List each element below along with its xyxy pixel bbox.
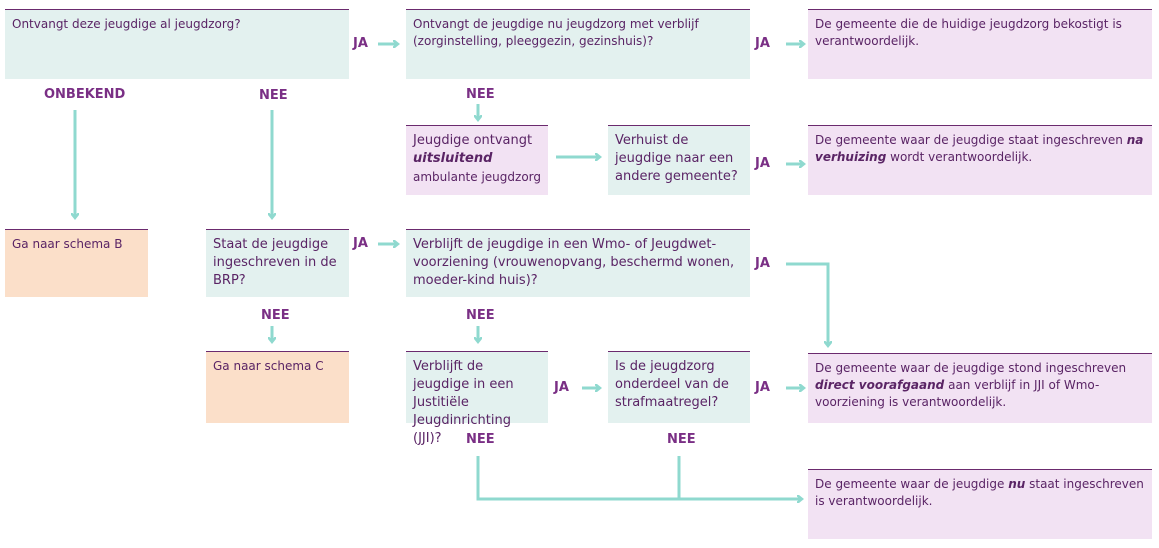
label-nee-wmo: NEE [466, 308, 495, 323]
label-ja-q1: JA [353, 36, 368, 51]
question-verhuist: Verhuist de jeugdige naar een andere gem… [608, 125, 750, 195]
result-voorafgaand-emphasis: direct voorafgaand [815, 378, 945, 392]
question-verhuist-text: Verhuist de jeugdige naar een andere gem… [615, 133, 738, 184]
result-huidige-bekostiger: De gemeente die de huidige jeugdzorg bek… [808, 9, 1152, 79]
arrow-jji-nee [476, 456, 802, 499]
label-ja-verhuist: JA [755, 156, 770, 171]
goto-schema-b-text: Ga naar schema B [12, 237, 123, 251]
arrow-wmo-ja [786, 262, 828, 346]
label-ja-jji: JA [554, 380, 569, 395]
result-na-verhuizing-emphasis: na verhuizing [815, 133, 1144, 164]
goto-schema-c: Ga naar schema C [206, 351, 349, 423]
label-onbekend: ONBEKEND [44, 87, 126, 102]
question-jeugdzorg-text: Ontvangt deze jeugdige al jeugdzorg? [12, 17, 241, 31]
result-direct-voorafgaand: De gemeente waar de jeugdige stond inges… [808, 353, 1152, 423]
label-nee-jji: NEE [466, 432, 495, 447]
question-jeugdzorg: Ontvangt deze jeugdige al jeugdzorg? [5, 9, 349, 79]
question-strafmaatregel-text: Is de jeugdzorg onderdeel van de strafma… [615, 359, 729, 410]
goto-schema-b: Ga naar schema B [5, 229, 148, 297]
question-strafmaatregel: Is de jeugdzorg onderdeel van de strafma… [608, 351, 750, 423]
result-na-verhuizing: De gemeente waar de jeugdige staat inges… [808, 125, 1152, 195]
goto-schema-c-text: Ga naar schema C [213, 359, 324, 373]
label-ja-q2: JA [755, 36, 770, 51]
label-ja-brp: JA [353, 236, 368, 251]
label-nee-brp: NEE [261, 308, 290, 323]
result-nu-post: staat ingeschreven is verantwoordelijk. [815, 477, 1144, 508]
result-nu-pre: De gemeente waar de jeugdige [815, 477, 1005, 491]
statement-ambulant: Jeugdige ontvangt uitsluitend ambulante … [406, 125, 548, 195]
label-nee-straf: NEE [667, 432, 696, 447]
question-jji: Verblijft de jeugdige in een Justitiële … [406, 351, 548, 446]
ambulant-text-pre: Jeugdige ontvangt [413, 133, 533, 148]
ambulant-text-post: ambulante jeugdzorg [413, 170, 541, 184]
label-ja-wmo: JA [755, 256, 770, 271]
result-na-verhuizing-pre: De gemeente waar de jeugdige staat inges… [815, 133, 1123, 147]
question-wmo-text: Verblijft de jeugdige in een Wmo- of Jeu… [413, 237, 735, 288]
label-ja-straf: JA [755, 380, 770, 395]
result-na-verhuizing-post: wordt verantwoordelijk. [890, 150, 1033, 164]
question-verblijf: Ontvangt de jeugdige nu jeugdzorg met ve… [406, 9, 750, 79]
result-nu-emphasis: nu [1008, 477, 1026, 491]
question-brp: Staat de jeugdige ingeschreven in de BRP… [206, 229, 349, 297]
question-brp-text: Staat de jeugdige ingeschreven in de BRP… [213, 237, 337, 288]
result-huidige-text: De gemeente die de huidige jeugdzorg bek… [815, 17, 1122, 48]
label-nee-q2: NEE [466, 87, 495, 102]
result-voorafgaand-pre: De gemeente waar de jeugdige stond inges… [815, 361, 1127, 375]
question-verblijf-text: Ontvangt de jeugdige nu jeugdzorg met ve… [413, 17, 699, 48]
ambulant-text-emphasis: uitsluitend [413, 151, 493, 166]
result-voorafgaand-post: aan verblijf in JJI of Wmo-voorziening i… [815, 378, 1100, 409]
question-jji-text: Verblijft de jeugdige in een Justitiële … [413, 359, 514, 446]
result-nu-ingeschreven: De gemeente waar de jeugdige nu staat in… [808, 469, 1152, 539]
question-wmo: Verblijft de jeugdige in een Wmo- of Jeu… [406, 229, 750, 297]
label-nee-q1: NEE [259, 88, 288, 103]
